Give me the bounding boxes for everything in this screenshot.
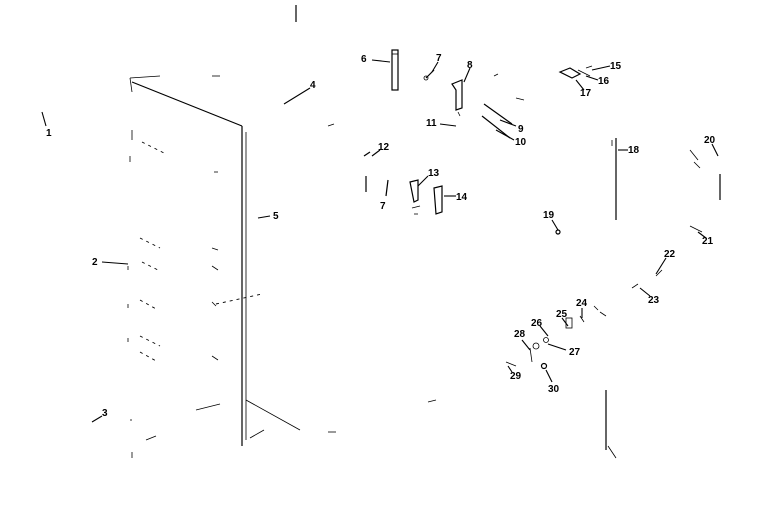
callout-6: 6 [361, 54, 367, 65]
callout-7-bottom: 7 [380, 201, 386, 212]
rod-9-10 [481, 103, 513, 139]
callout-10: 10 [515, 137, 527, 148]
callout-26: 26 [531, 318, 543, 329]
callout-labels: 1 2 3 4 5 6 7 7 8 9 10 11 12 13 14 15 16… [46, 53, 716, 419]
callout-24: 24 [576, 298, 588, 309]
cabinet-body [127, 5, 437, 458]
hinge-pin-6 [391, 49, 399, 91]
bracket-12-13-14 [363, 151, 443, 215]
leader-lines [41, 59, 719, 423]
callout-23: 23 [648, 295, 660, 306]
callout-20: 20 [704, 135, 716, 146]
callout-2: 2 [92, 257, 98, 268]
callout-5: 5 [273, 211, 279, 222]
callout-8: 8 [467, 60, 473, 71]
callout-25: 25 [556, 309, 568, 320]
hardware-24-30 [505, 225, 703, 370]
callout-19: 19 [543, 210, 555, 221]
callout-16: 16 [598, 76, 610, 87]
callout-30: 30 [548, 384, 560, 395]
callout-14: 14 [456, 192, 468, 203]
callout-27: 27 [569, 347, 581, 358]
callout-17: 17 [580, 88, 592, 99]
callout-29: 29 [510, 371, 522, 382]
callout-18: 18 [628, 145, 640, 156]
callout-7-top: 7 [436, 53, 442, 64]
callout-22: 22 [664, 249, 676, 260]
callout-15: 15 [610, 61, 622, 72]
callout-28: 28 [514, 329, 526, 340]
callout-1: 1 [46, 128, 52, 139]
hinge-bracket-8 [451, 79, 463, 117]
callout-9: 9 [518, 124, 524, 135]
callout-11: 11 [426, 118, 437, 129]
callout-12: 12 [378, 142, 390, 153]
parts-15-16-17 [493, 65, 593, 101]
callout-21: 21 [702, 236, 714, 247]
right-door-panel [593, 138, 721, 459]
callout-4: 4 [310, 80, 316, 91]
callout-13: 13 [428, 168, 440, 179]
callout-3: 3 [102, 408, 108, 419]
